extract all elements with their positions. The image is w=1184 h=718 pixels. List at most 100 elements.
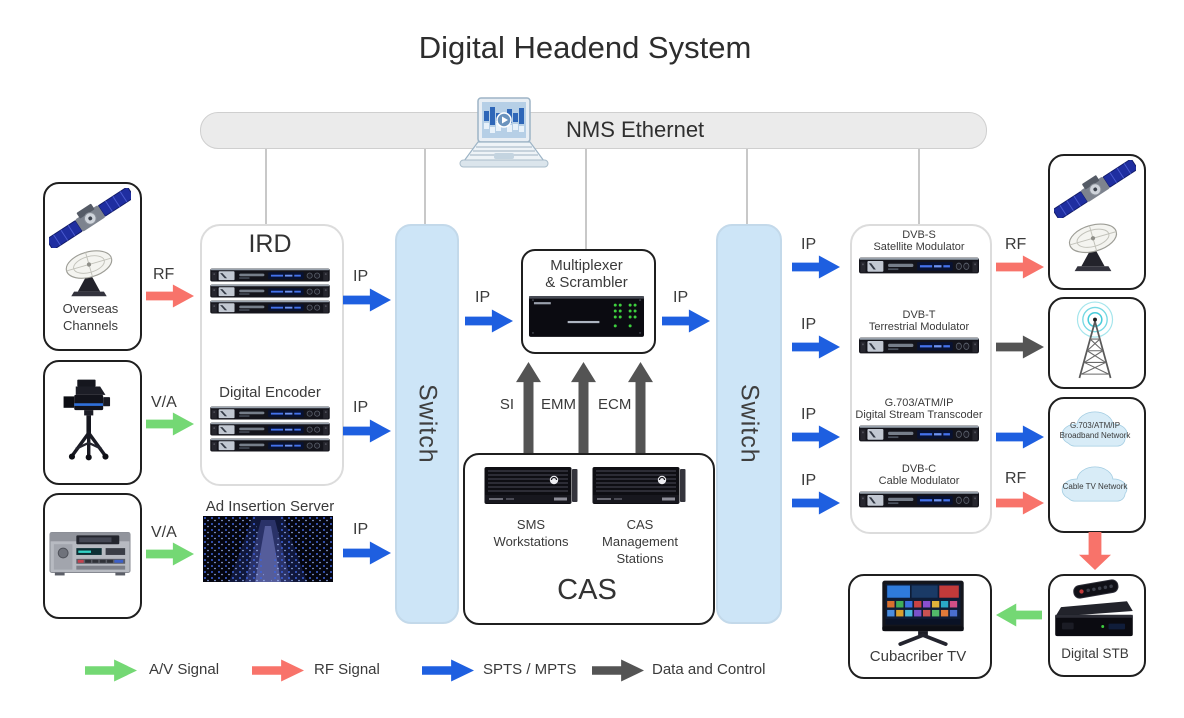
dvbs-label-line2: Satellite Modulator — [873, 241, 965, 253]
digital-stb-label: Digital STB — [1061, 646, 1129, 661]
ip-arrow — [465, 309, 513, 333]
vtr-deck-icon — [49, 532, 131, 576]
rack-unit-icon — [209, 284, 331, 298]
rf-arrow-label: RF — [1005, 470, 1027, 487]
rack-unit-icon — [209, 406, 331, 420]
rf-arrow-label: RF — [153, 266, 175, 283]
mux-title-line2: & Scrambler — [545, 274, 628, 291]
nms-laptop-icon — [459, 97, 549, 168]
ip-arrow — [996, 425, 1044, 449]
legend-av-arrow — [85, 659, 137, 682]
ip-arrow-label: IP — [353, 521, 369, 538]
sms-workstations-label: SMS Workstations — [493, 517, 569, 549]
rack-unit-icon — [209, 438, 331, 452]
ird-title: IRD — [248, 230, 292, 258]
va-arrow — [146, 542, 194, 566]
legend-rf-label: RF Signal — [314, 661, 380, 678]
dvbt-label-line1: DVB-T — [902, 309, 936, 321]
g703-label-line1: G.703/ATM/IP — [884, 397, 954, 409]
connector-line — [585, 147, 587, 250]
rack-unit-icon — [859, 425, 979, 442]
satellite-icon — [1054, 160, 1136, 218]
broadband-network-line2: Broadband Network — [1059, 431, 1131, 440]
cas-server-icon — [484, 466, 578, 505]
emm-label: EMM — [541, 396, 576, 413]
switch-left: Switch — [395, 224, 459, 624]
dvbt-label-line2: Terrestrial Modulator — [868, 321, 970, 333]
legend-av-label: A/V Signal — [149, 661, 220, 678]
modulators-box — [850, 224, 992, 534]
rf-arrow-down — [1079, 532, 1111, 570]
legend-spts-label: SPTS / MPTS — [483, 661, 577, 678]
switch-left-label: Switch — [413, 384, 442, 464]
connector-line — [918, 147, 920, 225]
ip-arrow-label: IP — [801, 236, 817, 253]
si-label: SI — [499, 396, 514, 413]
rack-unit-icon — [209, 422, 331, 436]
ad-insertion-server-title: Ad Insertion Server — [205, 498, 335, 515]
rack-unit-icon — [859, 337, 979, 354]
rf-arrow — [996, 491, 1044, 515]
ip-arrow-label: IP — [801, 406, 817, 423]
broadband-network-line1: G.703/ATM/IP — [1069, 421, 1121, 430]
ip-arrow-label: IP — [801, 472, 817, 489]
cas-server-icon — [592, 466, 686, 505]
ip-arrow-label: IP — [353, 268, 369, 285]
mux-title-line1: Multiplexer — [550, 257, 623, 274]
smart-tv-icon — [880, 579, 966, 646]
server-room-icon — [203, 516, 333, 582]
ip-arrow — [343, 541, 391, 565]
subscriber-tv-label: Cubacriber TV — [869, 648, 967, 665]
legend-rf-arrow — [252, 659, 304, 682]
mux-device-icon — [528, 296, 645, 337]
rf-arrow — [996, 255, 1044, 279]
stb-icon — [1054, 578, 1134, 637]
ip-arrow — [343, 288, 391, 312]
page-title: Digital Headend System — [418, 30, 752, 65]
va-arrow-label: V/A — [151, 394, 177, 411]
ip-arrow — [792, 255, 840, 279]
cable-tv-network-label: Cable TV Network — [1062, 482, 1128, 491]
broadcast-tower-icon — [1076, 301, 1114, 379]
ip-arrow — [343, 419, 391, 443]
legend-spts-arrow — [422, 659, 474, 682]
ecm-arrow — [628, 362, 653, 458]
rf-arrow-label: RF — [1005, 236, 1027, 253]
nms-ethernet-bar — [200, 112, 987, 149]
ip-arrow — [792, 425, 840, 449]
rf-arrow — [146, 284, 194, 308]
g703-label-line2: Digital Stream Transcoder — [855, 409, 983, 421]
cas-management-label: CAS Management Stations — [602, 517, 678, 566]
cas-title: CAS — [557, 574, 617, 606]
switch-right-label: Switch — [735, 384, 764, 464]
digital-encoder-title: Digital Encoder — [219, 384, 321, 401]
connector-line — [424, 147, 426, 225]
rack-unit-icon — [209, 268, 331, 282]
satellite-dish-icon — [62, 246, 116, 297]
va-arrow-label: V/A — [151, 524, 177, 541]
connector-line — [746, 147, 748, 225]
legend-data-arrow — [592, 659, 644, 682]
av-arrow-left — [996, 603, 1042, 627]
connector-line — [265, 147, 267, 225]
dvbc-label-line2: Cable Modulator — [878, 475, 960, 487]
rack-unit-icon — [859, 491, 979, 508]
data-arrow — [996, 335, 1044, 359]
legend-data-label: Data and Control — [652, 661, 766, 678]
rack-unit-icon — [859, 257, 979, 274]
ip-arrow-label: IP — [475, 289, 491, 306]
dvbc-label-line1: DVB-C — [901, 463, 937, 475]
si-arrow — [516, 362, 541, 458]
satellite-icon — [49, 188, 131, 248]
nms-ethernet-label: NMS Ethernet — [566, 117, 705, 142]
switch-right: Switch — [716, 224, 782, 624]
va-arrow — [146, 412, 194, 436]
ip-arrow-label: IP — [673, 289, 689, 306]
ip-arrow — [792, 491, 840, 515]
ip-arrow-label: IP — [801, 316, 817, 333]
ip-arrow — [662, 309, 710, 333]
ip-arrow — [792, 335, 840, 359]
satellite-dish-icon — [1065, 218, 1121, 272]
overseas-channels-label: Overseas Channels — [62, 301, 119, 333]
